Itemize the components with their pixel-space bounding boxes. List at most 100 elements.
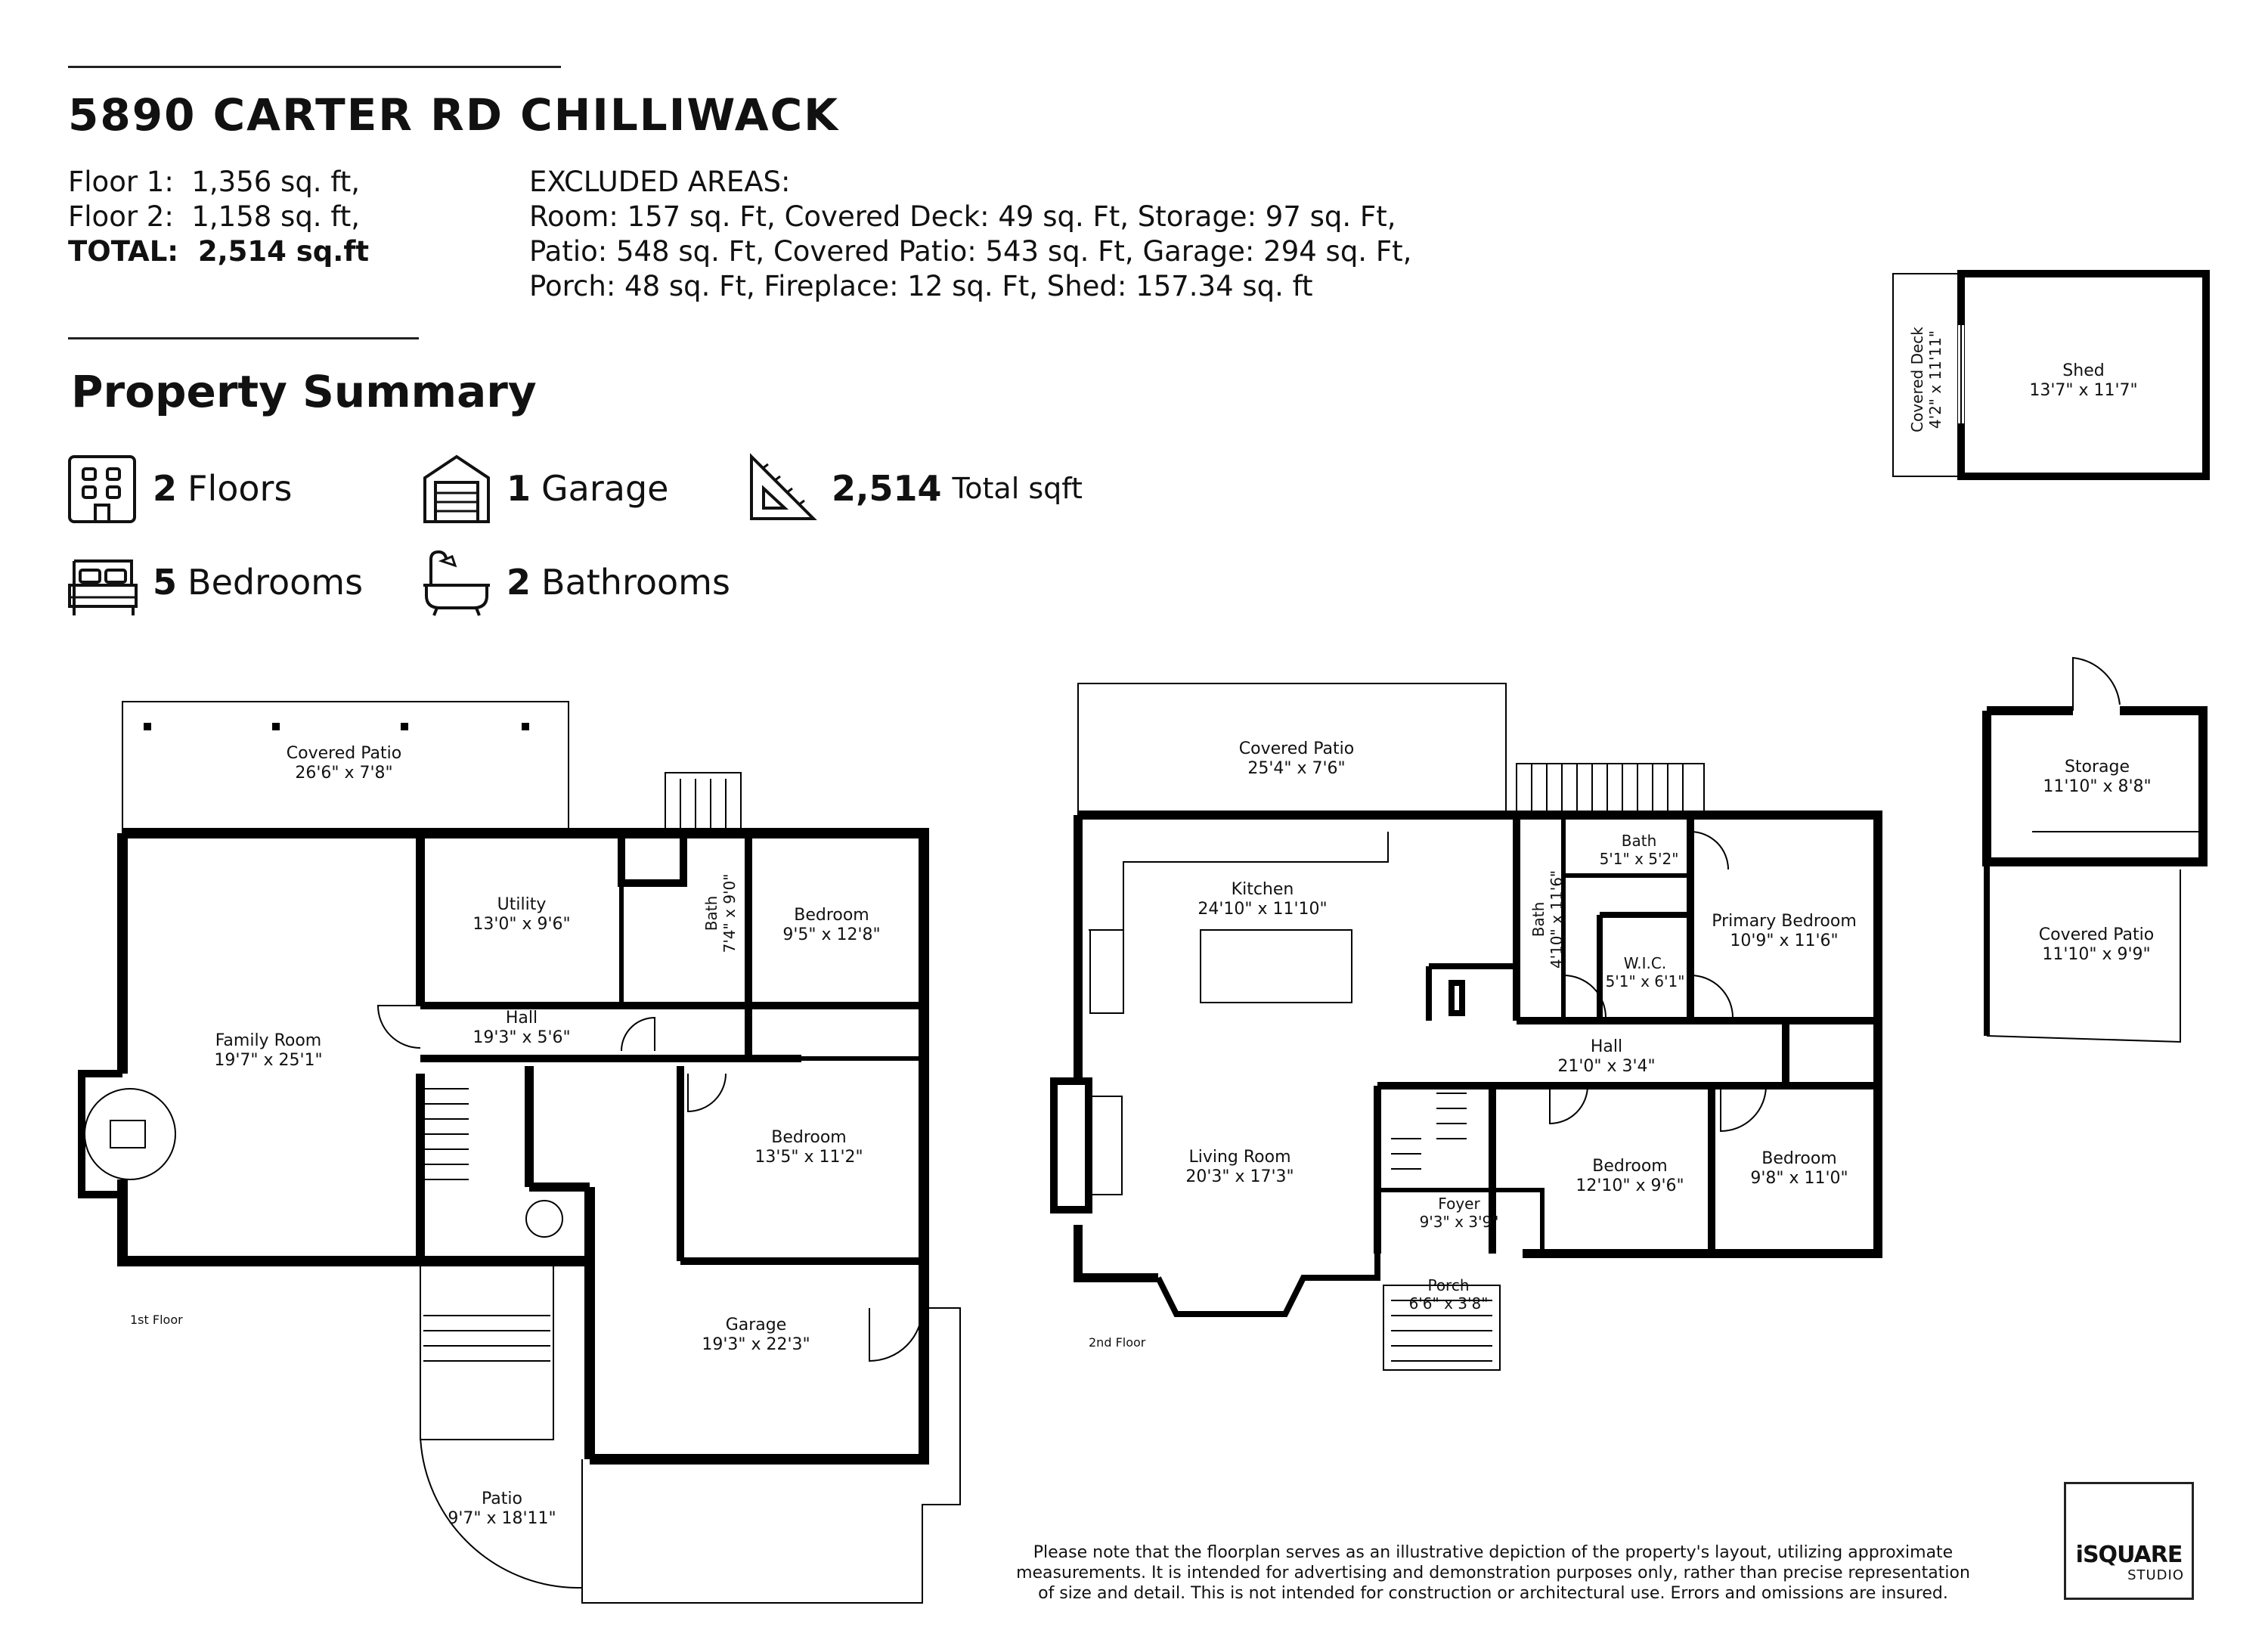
room-dims: 13'0" x 9'6": [472, 915, 571, 934]
room-dims: 12'10" x 9'6": [1576, 1176, 1684, 1195]
bathtub-icon: [423, 550, 490, 616]
room-dims: 7'4" x 9'0": [720, 873, 739, 953]
room-name: Garage: [725, 1316, 787, 1334]
f1-utility-label: Utility 13'0" x 9'6": [446, 895, 597, 935]
room-name: Family Room: [215, 1031, 322, 1050]
summary-title: Property Summary: [71, 366, 537, 417]
room-name: Covered Patio: [1238, 739, 1355, 758]
floor-1-value: 1,356 sq. ft,: [191, 166, 360, 198]
room-name: Kitchen: [1231, 880, 1294, 899]
top-rule: [68, 66, 561, 68]
isquare-logo: iSQUARE STUDIO: [2064, 1482, 2194, 1600]
room-dims: 13'7" x 11'7": [2029, 381, 2138, 400]
bathrooms-label: Bathrooms: [541, 562, 730, 603]
stat-bedrooms: 5 Bedrooms: [67, 546, 363, 618]
f2-living-room-label: Living Room 20'3" x 17'3": [1164, 1148, 1315, 1187]
f2-bath-side-label: Bath 4'10" x 11'6": [1529, 863, 1566, 976]
room-dims: 13'5" x 11'2": [754, 1148, 863, 1167]
room-name: Hall: [1590, 1037, 1623, 1056]
garage-count: 1: [507, 468, 531, 509]
room-dims: 5'1" x 6'1": [1605, 972, 1685, 990]
room-name: Primary Bedroom: [1712, 912, 1857, 931]
f2-hall-label: Hall 21'0" x 3'4": [1535, 1037, 1678, 1077]
room-name: Covered Patio: [2038, 925, 2155, 944]
room-name: W.I.C.: [1623, 954, 1667, 972]
floor-2-plan: [1050, 683, 1882, 1371]
floor-2-label: 2nd Floor: [1089, 1335, 1146, 1350]
room-name: Foyer: [1438, 1195, 1480, 1213]
storage-label: Storage 11'10" x 8'8": [2014, 758, 2180, 797]
f1-family-room-label: Family Room 19'7" x 25'1": [174, 1031, 363, 1071]
excluded-title: EXCLUDED AREAS:: [529, 166, 791, 198]
summary-rule: [68, 337, 419, 339]
room-dims: 24'10" x 11'10": [1198, 900, 1328, 919]
outbuilding-covered-patio-label: Covered Patio 11'10" x 9'9": [2002, 925, 2191, 965]
room-name: Covered Deck: [1908, 327, 1926, 432]
f2-foyer-label: Foyer 9'3" x 3'9": [1399, 1195, 1520, 1231]
building-icon: [68, 455, 136, 523]
f1-covered-patio-label: Covered Patio 26'6" x 7'8": [249, 744, 438, 783]
room-name: Storage: [2064, 758, 2130, 776]
excluded-line: Patio: 548 sq. Ft, Covered Patio: 543 sq…: [529, 235, 1412, 268]
total-label: TOTAL:: [68, 235, 179, 268]
room-name: Covered Patio: [286, 744, 402, 763]
room-dims: 21'0" x 3'4": [1557, 1057, 1656, 1076]
shed-building: [1892, 270, 2210, 480]
f1-bath-label: Bath 7'4" x 9'0": [702, 857, 739, 970]
disclaimer-line: Please note that the floorplan serves as…: [1033, 1543, 1954, 1562]
stat-garage: 1 Garage: [420, 452, 668, 525]
disclaimer-line: of size and detail. This is not intended…: [1038, 1584, 1948, 1603]
bedrooms-label: Bedrooms: [187, 562, 364, 603]
set-square-icon: [750, 453, 817, 520]
floor-1-plan: [78, 701, 961, 1604]
room-dims: 9'8" x 11'0": [1750, 1169, 1848, 1188]
room-name: Bath: [1621, 832, 1657, 850]
f2-bedroom-b-label: Bedroom 9'8" x 11'0": [1731, 1149, 1867, 1189]
sqft-count: 2,514: [832, 468, 942, 509]
disclaimer: Please note that the floorplan serves as…: [975, 1542, 2011, 1604]
room-dims: 6'6" x 3'8": [1408, 1294, 1489, 1313]
floor-2-label: Floor 2:: [68, 200, 174, 233]
stat-bathrooms: 2 Bathrooms: [420, 546, 730, 618]
floor-1-label: 1st Floor: [130, 1313, 183, 1327]
total-value: 2,514 sq.ft: [197, 235, 370, 268]
f2-covered-patio-label: Covered Patio 25'4" x 7'6": [1202, 739, 1391, 779]
floor-1-area: Floor 1: 1,356 sq. ft,: [68, 165, 360, 200]
stat-sqft: 2,514 Total sqft: [745, 452, 1083, 525]
f1-garage-label: Garage 19'3" x 22'3": [680, 1316, 832, 1355]
room-name: Bedroom: [1761, 1149, 1837, 1168]
shed-label: Shed 13'7" x 11'7": [1999, 361, 2168, 401]
room-name: Bath: [1529, 901, 1548, 938]
room-dims: 26'6" x 7'8": [295, 764, 393, 783]
room-dims: 19'7" x 25'1": [214, 1051, 323, 1070]
floor-2-value: 1,158 sq. ft,: [191, 200, 360, 233]
room-name: Porch: [1427, 1276, 1470, 1294]
room-name: Shed: [2062, 361, 2105, 380]
floors-label: Floors: [187, 468, 293, 509]
room-dims: 9'5" x 12'8": [782, 925, 881, 944]
floors-count: 2: [153, 468, 178, 509]
room-name: Bedroom: [771, 1128, 847, 1147]
f2-kitchen-label: Kitchen 24'10" x 11'10": [1179, 880, 1346, 919]
bed-icon: [68, 559, 138, 615]
room-dims: 19'3" x 5'6": [472, 1028, 571, 1047]
room-name: Bedroom: [1592, 1157, 1668, 1176]
bedrooms-count: 5: [153, 562, 178, 603]
f2-bedroom-a-label: Bedroom 12'10" x 9'6": [1554, 1157, 1706, 1196]
room-dims: 11'10" x 8'8": [2043, 777, 2152, 796]
room-name: Utility: [497, 895, 547, 914]
excluded-line: Room: 157 sq. Ft, Covered Deck: 49 sq. F…: [529, 200, 1396, 233]
room-dims: 19'3" x 22'3": [702, 1335, 810, 1354]
logo-subtitle: STUDIO: [2127, 1567, 2184, 1583]
room-dims: 20'3" x 17'3": [1185, 1167, 1294, 1186]
covered-deck-label: Covered Deck 4'2" x 11'11": [1908, 327, 1944, 432]
room-dims: 4'2" x 11'11": [1926, 330, 1944, 429]
floor-1-label: Floor 1:: [68, 166, 174, 198]
stat-floors: 2 Floors: [67, 452, 292, 525]
sqft-label: Total sqft: [952, 472, 1083, 505]
f2-wic-label: W.I.C. 5'1" x 6'1": [1600, 954, 1690, 990]
f1-patio-label: Patio 9'7" x 18'11": [434, 1489, 570, 1529]
f2-bath-top-label: Bath 5'1" x 5'2": [1586, 832, 1692, 868]
room-dims: 9'3" x 3'9": [1419, 1213, 1499, 1231]
room-dims: 9'7" x 18'11": [448, 1509, 556, 1528]
